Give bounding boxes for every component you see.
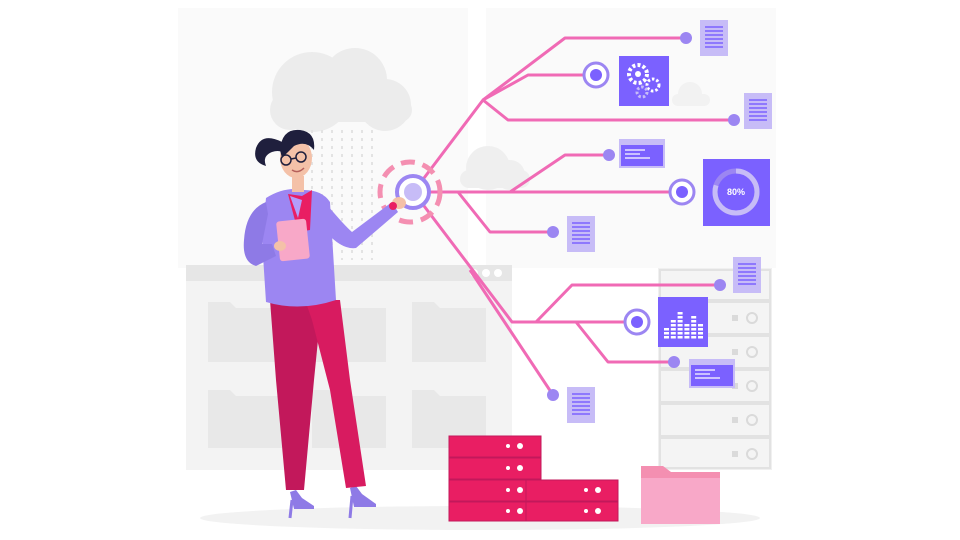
equalizer-bar	[698, 336, 703, 339]
equalizer-bar	[677, 328, 683, 331]
equalizer-bar	[677, 320, 683, 323]
network-lines	[416, 36, 734, 396]
folder-icon	[641, 466, 720, 524]
equalizer-bar	[664, 328, 669, 331]
equalizer-bar	[691, 332, 697, 335]
equalizer-bar	[670, 320, 676, 323]
equalizer-bar	[677, 316, 683, 319]
gauge-label: 80%	[727, 187, 745, 197]
equalizer-bar	[670, 336, 676, 339]
equalizer-bar	[677, 332, 683, 335]
server-stack	[448, 435, 619, 522]
gear-icon	[619, 56, 669, 106]
document-icon	[700, 20, 728, 56]
equalizer-bar	[691, 328, 697, 331]
equalizer-bar	[691, 336, 697, 339]
equalizer-bar	[677, 336, 683, 339]
equalizer-bar	[664, 336, 669, 339]
equalizer-bar	[691, 316, 697, 319]
code-window-icon	[619, 139, 665, 168]
equalizer-bar	[670, 328, 676, 331]
document-icon	[744, 93, 772, 129]
equalizer-bar	[698, 332, 703, 335]
document-icon	[733, 257, 761, 293]
equalizer-icon	[658, 297, 708, 347]
equalizer-bar	[698, 328, 703, 331]
equalizer-bar	[698, 324, 703, 327]
equalizer-bar	[691, 324, 697, 327]
presenter-woman	[243, 129, 406, 519]
equalizer-bar	[677, 312, 683, 315]
cloud-icon	[270, 48, 412, 132]
equalizer-bar	[664, 332, 669, 335]
document-icon	[567, 387, 595, 423]
equalizer-bar	[691, 320, 697, 323]
equalizer-bar	[684, 328, 690, 331]
small-cloud-icon	[672, 82, 710, 106]
equalizer-bar	[670, 332, 676, 335]
code-window-icon	[689, 359, 735, 388]
equalizer-bar	[684, 324, 690, 327]
progress-gauge: 80%	[703, 159, 770, 226]
document-icon	[567, 216, 595, 252]
small-cloud-icon	[460, 146, 530, 190]
equalizer-bar	[670, 324, 676, 327]
equalizer-bar	[684, 336, 690, 339]
equalizer-bar	[677, 324, 683, 327]
ring-node-icon	[582, 61, 696, 336]
equalizer-bar	[684, 332, 690, 335]
node-dots	[547, 32, 740, 401]
